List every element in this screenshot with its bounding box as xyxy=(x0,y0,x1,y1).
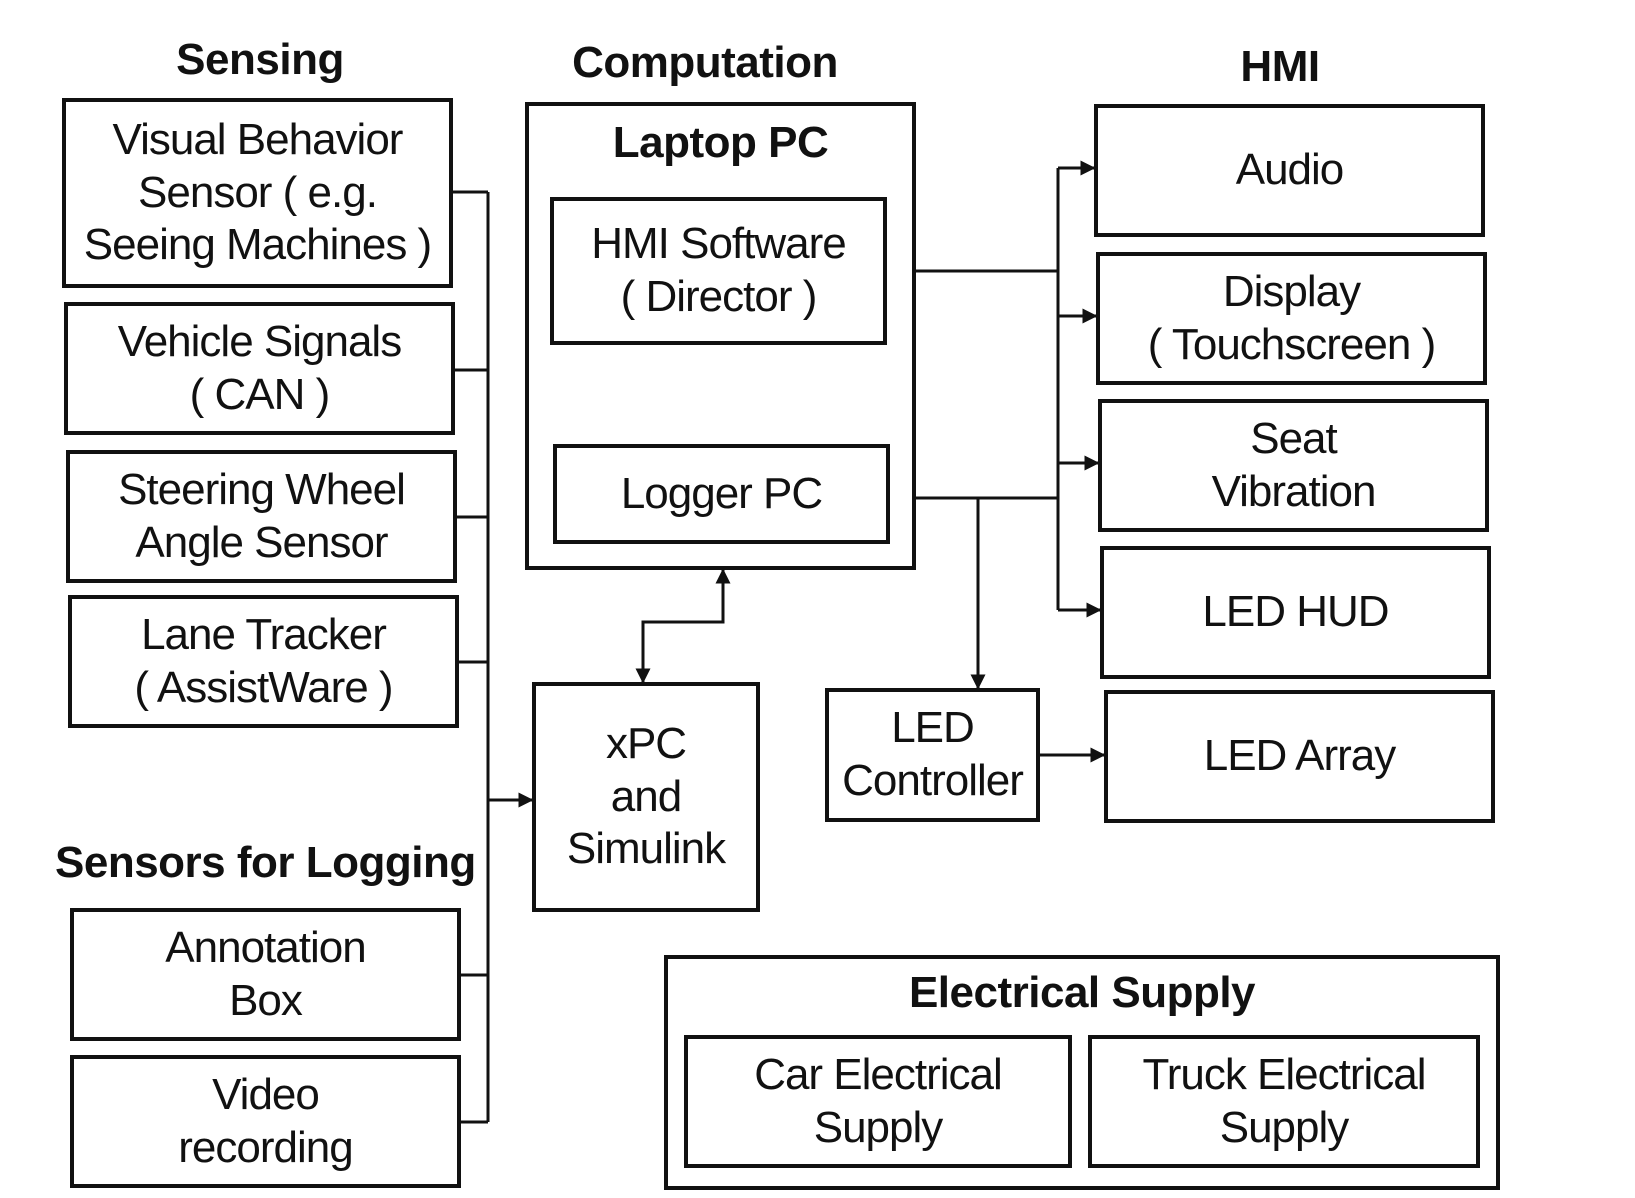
audio-box: Audio xyxy=(1094,104,1485,237)
heading-computation: Computation xyxy=(560,38,850,88)
hmi-software-director-box: HMI Software ( Director ) xyxy=(550,197,887,345)
laptop-pc-title: Laptop PC xyxy=(525,118,916,168)
logger-pc-box: Logger PC xyxy=(553,444,890,544)
truck-electrical-supply-box: Truck Electrical Supply xyxy=(1088,1035,1480,1168)
led-array-box: LED Array xyxy=(1104,690,1495,823)
annotation-box: Annotation Box xyxy=(70,908,461,1041)
steering-wheel-sensor-box: Steering Wheel Angle Sensor xyxy=(66,450,457,583)
led-controller-box: LED Controller xyxy=(825,688,1040,822)
display-touchscreen-box: Display ( Touchscreen ) xyxy=(1096,252,1487,385)
electrical-supply-title: Electrical Supply xyxy=(664,968,1500,1018)
xpc-simulink-box: xPC and Simulink xyxy=(532,682,760,912)
vehicle-signals-box: Vehicle Signals ( CAN ) xyxy=(64,302,455,435)
car-electrical-supply-box: Car Electrical Supply xyxy=(684,1035,1072,1168)
visual-behavior-sensor-box: Visual Behavior Sensor ( e.g. Seeing Mac… xyxy=(62,98,453,288)
heading-hmi: HMI xyxy=(1215,42,1345,92)
lane-tracker-box: Lane Tracker ( AssistWare ) xyxy=(68,595,459,728)
arrow-laptop-xpc xyxy=(643,570,723,682)
video-recording-box: Video recording xyxy=(70,1055,461,1188)
led-hud-box: LED HUD xyxy=(1100,546,1491,679)
heading-sensors-for-logging: Sensors for Logging xyxy=(55,838,475,888)
seat-vibration-box: Seat Vibration xyxy=(1098,399,1489,532)
heading-sensing: Sensing xyxy=(150,35,370,85)
